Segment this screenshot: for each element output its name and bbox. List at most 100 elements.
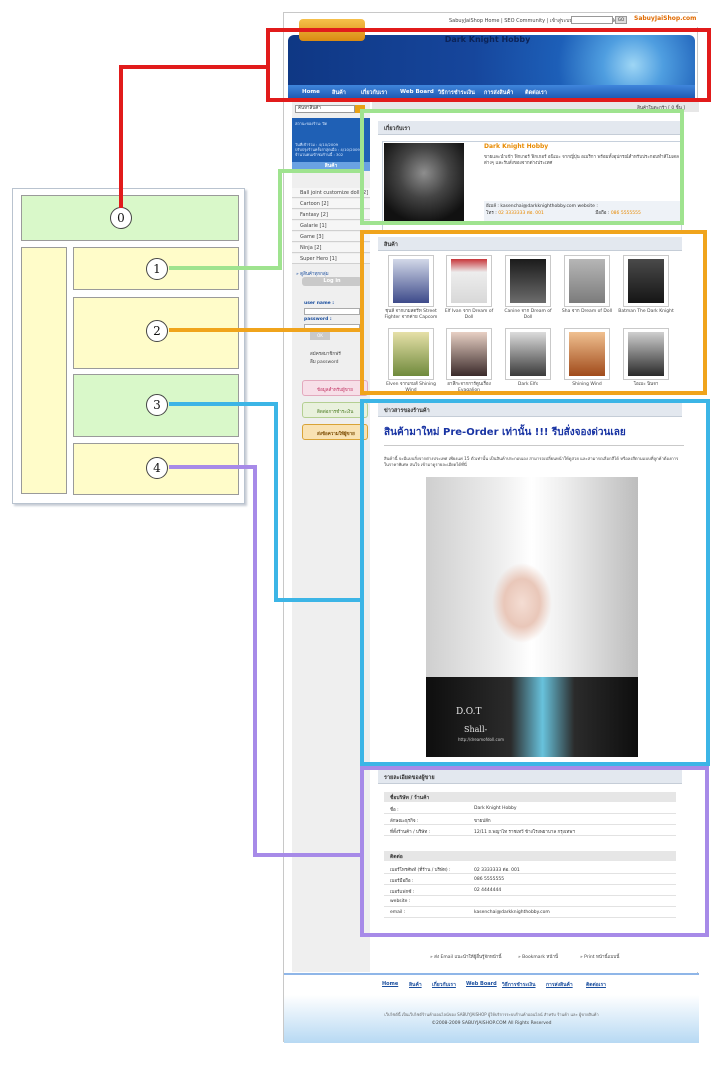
nav-shipping[interactable]: การส่งสินค้า — [484, 90, 514, 96]
nav-payment[interactable]: วิธีการชำระเงิน — [438, 90, 475, 96]
username-input[interactable] — [304, 308, 360, 315]
nav-contact[interactable]: ติดต่อเรา — [525, 90, 547, 96]
marker-1: 1 — [146, 258, 168, 280]
product-image[interactable] — [388, 328, 434, 380]
table-row: เบอร์โทรศัพท์ (ที่ร้าน / บริษัท) :02 333… — [384, 863, 676, 874]
product-name[interactable]: Batman The Dark Knight — [618, 309, 674, 314]
product-name[interactable]: Dark Elfs — [517, 382, 539, 387]
top-links[interactable]: SabuyJaiShop Home | SEO Community | เข้า… — [449, 18, 625, 24]
nav-products[interactable]: สินค้า — [332, 90, 346, 96]
about-mobile: 086 5555555 — [610, 211, 641, 216]
product-image[interactable] — [623, 328, 669, 380]
website-mockup: SabuyJaiShop Home | SEO Community | เข้า… — [283, 12, 699, 1043]
seller-head: รายละเอียดของผู้ขาย — [378, 770, 682, 784]
outline-3 — [169, 399, 710, 766]
category-item[interactable]: Super Hero [1] — [292, 254, 370, 264]
table-row: เบอร์แฟกซ์ :02 4444444 — [384, 885, 676, 896]
table-row: email :kasenchai@darkknighthobby.com — [384, 907, 676, 918]
product-image[interactable] — [564, 255, 610, 307]
shop-title: Dark Knight Hobby — [444, 35, 531, 44]
sabuyjaishop-logo[interactable]: SabuyJaiShop.com — [634, 15, 697, 22]
email-friend-link[interactable]: » ส่ง Email แนะนำให้ผู้อื่นรู้จักหน้านี้ — [430, 955, 502, 960]
category-item[interactable]: Fantasy [2] — [292, 210, 370, 220]
table-row: ชื่อ :Dark Knight Hobby — [384, 803, 676, 814]
category-item[interactable]: Ball joint customize doll [2] — [292, 188, 370, 198]
about-phone: 02 3333333 ต่อ. 001 — [498, 211, 544, 216]
seller-info-button[interactable]: ข้อมูลสำหรับผู้ขาย — [302, 380, 368, 396]
copyright: ©2008-2009 SABUYJAISHOP.COM All Rights R… — [431, 1021, 552, 1026]
news-title[interactable]: สินค้ามาใหม่ Pre-Order เท่านั้น !!! รีบส… — [384, 427, 626, 438]
copyright-band — [284, 995, 699, 1043]
outline-4 — [169, 465, 709, 937]
footer-note: เว็บไซต์นี้ เป็นเว็บไซต์ร้านค้าออนไลน์ขอ… — [384, 1012, 599, 1017]
product-name[interactable]: Canine จาก Dream of Doll — [504, 309, 552, 320]
top-search-input[interactable] — [571, 16, 613, 24]
nav-webboard[interactable]: Web Board — [400, 89, 434, 95]
sidebar: ค้นหาสินค้า สถานะของร้าน: ปิด วันที่เข้า… — [292, 102, 370, 972]
outline-1 — [169, 109, 684, 270]
shop-joined: วันที่เข้าร่วม : 4/10/2009 — [295, 142, 339, 147]
batman-image — [384, 143, 464, 223]
news-divider — [384, 445, 684, 446]
forgot-password-link[interactable]: ลืม password — [310, 360, 339, 365]
login-ok-button[interactable]: OK — [310, 332, 330, 340]
photo-caption-name: Shall- — [464, 725, 488, 734]
login-head: Log in — [302, 277, 362, 286]
product-name[interactable]: Elf Ivan จาก Dream of Doll — [444, 309, 494, 320]
bookmark-link[interactable]: » Bookmark หน้านี้ — [518, 955, 559, 960]
marker-2: 2 — [146, 320, 168, 342]
print-link[interactable]: » Print หน้านี้แบบนี้ — [580, 955, 620, 960]
footer-nav-shipping[interactable]: การส่งสินค้า — [546, 982, 573, 988]
product-image[interactable] — [505, 255, 551, 307]
sidebar-search-input[interactable]: ค้นหาสินค้า — [295, 105, 355, 113]
product-image[interactable] — [564, 328, 610, 380]
seller-contact-subhead: ติดต่อ — [384, 851, 676, 861]
cart-status[interactable]: สินค้าในตะกร้า [ 0 ชิ้น ] — [637, 106, 685, 111]
footer-nav-payment[interactable]: วิธีการชำระเงิน — [502, 982, 536, 988]
category-item[interactable]: Cartoon [2] — [292, 199, 370, 209]
category-item[interactable]: Ninja [2] — [292, 243, 370, 253]
marker-3: 3 — [146, 394, 168, 416]
product-name[interactable]: Sha จาก Dream of Doll — [561, 309, 613, 314]
product-image[interactable] — [446, 328, 492, 380]
schematic-sidebar-block — [21, 247, 67, 494]
main-nav: Home สินค้า เกี่ยวกับเรา Web Board วิธีก… — [288, 85, 695, 100]
register-link[interactable]: สมัครสมาชิกฟรี — [310, 352, 341, 357]
table-row: เบอร์มือถือ :086 5555555 — [384, 874, 676, 885]
product-image[interactable] — [446, 255, 492, 307]
username-label: user name : — [304, 301, 335, 306]
product-image[interactable] — [388, 255, 434, 307]
product-name[interactable]: Elven จากเกมส์ Shining Wind — [386, 382, 436, 393]
footer-nav: Home สินค้า เกี่ยวกับเรา Web Board วิธีก… — [284, 973, 699, 995]
message-seller-button[interactable]: ส่งข้อความให้ผู้ขาย — [302, 424, 368, 440]
footer-nav-about[interactable]: เกี่ยวกับเรา — [432, 982, 456, 988]
about-description: ขายและนำเข้า ฟิกเกอร์ ฟิกเกอร์ อนิเมะ จา… — [484, 155, 679, 166]
nav-home[interactable]: Home — [302, 89, 320, 95]
footer-nav-webboard[interactable]: Web Board — [466, 981, 497, 987]
table-row: ที่ตั้งร้านค้า / บริษัท :12/11 ถ.พญาไท ร… — [384, 825, 676, 836]
top-go-button[interactable]: GO — [615, 16, 627, 24]
footer-nav-products[interactable]: สินค้า — [409, 982, 422, 988]
phone-label: โทร : — [486, 211, 497, 216]
category-item[interactable]: Galarie [1] — [292, 221, 370, 231]
product-image[interactable] — [505, 328, 551, 380]
mobile-label: มือถือ : — [595, 211, 610, 216]
product-name[interactable]: โอเมะ นินจา — [633, 382, 659, 387]
layout-schematic — [12, 188, 245, 504]
nav-about[interactable]: เกี่ยวกับเรา — [361, 90, 388, 96]
product-name[interactable]: ชุนลี จากเกมสตรีท Street Fighter จากค่าย… — [384, 309, 438, 320]
category-item[interactable]: Game [3] — [292, 232, 370, 242]
shop-visitors: จำนวนคนเข้าชมร้านนี้ : 302 — [295, 152, 344, 157]
all-categories-link[interactable]: » ดูสินค้าทุกกลุ่ม — [296, 272, 329, 277]
product-image[interactable] — [623, 255, 669, 307]
news-head: ข่าวสารของร้านค้า — [378, 403, 682, 417]
footer-nav-contact[interactable]: ติดต่อเรา — [586, 982, 606, 988]
news-body: สินค้านี้ จะมีแบบสั่งจากต่างประเทศ เพียง… — [384, 456, 679, 467]
product-name[interactable]: Shining Wind — [572, 382, 602, 387]
photo-caption-url: http://dreamofdoll.com — [458, 737, 505, 742]
footer-nav-home[interactable]: Home — [382, 981, 399, 987]
photo-caption-brand: D.O.T — [456, 707, 482, 717]
payment-contact-button[interactable]: ติดต่อการชำระเงิน — [302, 402, 368, 418]
product-name[interactable]: อาสึกะจากการ์ตูนเรื่อง Evagalion — [447, 382, 491, 393]
category-head: สินค้า — [292, 162, 370, 171]
